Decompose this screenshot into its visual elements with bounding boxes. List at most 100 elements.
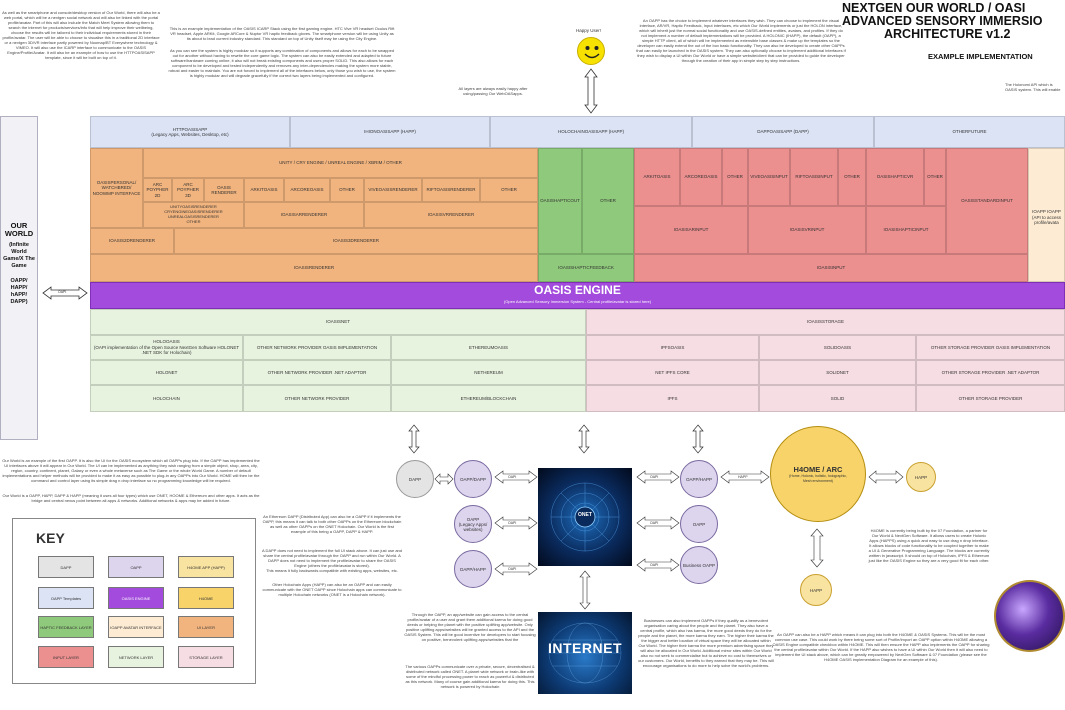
ioasis-vr-input: IOASISVRINPUT	[748, 206, 866, 254]
happy-user-smiley-icon	[577, 37, 605, 65]
arrow-h4ome-down	[810, 528, 824, 568]
ioasis-2d-renderer: IOASIS2DRENDERER	[90, 228, 174, 254]
net-row2-4: SOLIDOASIS	[759, 335, 916, 360]
our-world-title: OUR WORLD	[4, 221, 34, 238]
circle-happ-bottom: HAPP	[800, 574, 832, 606]
net-row4-1: OTHER NETWORK PROVIDER	[243, 385, 391, 412]
arrow-oapphapp-h4ome	[720, 470, 770, 484]
note-dapp: A DAPP does not need to implement the fu…	[262, 548, 403, 568]
circle-happ-right: HAPP	[906, 462, 936, 492]
key-storage-layer: STORAGE LAYER	[178, 646, 234, 668]
circle-oapp-2: OAPP	[680, 505, 718, 543]
arrow-to-dapp	[408, 424, 420, 454]
diagram-subtitle: EXAMPLE IMPLEMENTATION	[928, 52, 1033, 61]
emblem-logo	[994, 580, 1065, 652]
net-row4-2: ETHEREUM/BLOCKCHAIN	[391, 385, 586, 412]
note-top-mid-1: This is an example implementation of the…	[169, 26, 395, 41]
oasis-standard-input: OASISSTANDARDINPUT	[946, 148, 1028, 254]
ioasis-ar-renderer: IOASISARRENDERER	[244, 202, 364, 228]
note-dapp-2: This means it fully backwards compatible…	[266, 568, 398, 573]
arc-item-1: ARC POYPHER 3D	[172, 178, 204, 202]
ioasis-net: IOASISNET	[90, 309, 586, 335]
arc-item-6: VIVEOASISRENDERER	[364, 178, 422, 202]
key-input-layer: INPUT LAYER	[38, 646, 94, 668]
circle-oapp-dapp: OAPP/DAPP	[454, 460, 492, 498]
title-line-3: ARCHITECTURE v1.2	[884, 27, 1011, 41]
onet-label: ONET	[578, 512, 592, 518]
title-line-2: ADVANCED SENSORY IMMERSIO	[842, 14, 1043, 28]
note-far-right: The Holonomi API which is OASIS system. …	[1005, 82, 1061, 92]
note-holochain: Other Holochain Apps (HAPP) can also be …	[262, 582, 402, 597]
note-mid: Through the OAPP, an app/website can gai…	[404, 612, 536, 642]
oasis-engine-bar	[90, 282, 1065, 309]
net-row4-5: OTHER STORAGE PROVIDER	[916, 385, 1065, 412]
net-row2-2: ETHEREUMOASIS	[391, 335, 586, 360]
net-row3-5: OTHER STORAGE PROVIDER .NET ADAPTOR	[916, 360, 1065, 385]
oasis-engine-title: OASIS ENGINE	[534, 283, 621, 297]
happy-user-arrow	[584, 68, 598, 114]
our-world-oapi-arrow	[42, 286, 88, 300]
ioasis-haptic-input: IOASISHAPTICINPUT	[866, 206, 946, 254]
diagram-title: NEXTGEN OUR WORLD / OASI ADVANCED SENSOR…	[842, 2, 1065, 41]
oapi-label-1: OAPI	[508, 475, 517, 479]
holochain-oasis-app: HOLOCHAINOASISAPP (HAPP)	[490, 116, 692, 148]
circle-oapp-happ: OAPP/HAPP	[680, 460, 718, 498]
h4ome-circle: H4OME / ARC (Home, Holonic, holistic, ho…	[770, 426, 866, 522]
arc-item-2: OASIS RENDERER	[204, 178, 244, 202]
input-item-0: ARKITOASIS	[634, 148, 680, 206]
net-row4-3: IPFS	[586, 385, 759, 412]
far-right-ioapp: IOAPP IOAPP (API to access profile/avata	[1028, 148, 1065, 282]
note-tags: All layers are always easily happy after…	[458, 86, 528, 96]
note-top-left: As well as the smartphone and console/de…	[2, 10, 160, 60]
key-happ: H4OME APP (HAPP)	[178, 556, 234, 578]
arrow-dapphapp-onet	[494, 562, 538, 576]
haptic-out: OASISHAPTICOUT	[538, 148, 582, 254]
net-row3-4: SOLIDNET	[759, 360, 916, 385]
our-world-panel	[0, 116, 38, 440]
oapi-label-5: OAPI	[650, 521, 659, 525]
input-item-6: OASISHAPTICVR	[866, 148, 924, 206]
arc-item-4: ARCOREOASIS	[284, 178, 330, 202]
h4ome-title: H4OME / ARC	[793, 465, 843, 474]
ioasis-3d-renderer: IOASIS3DRENDERER	[174, 228, 538, 254]
oapi-label-3: OAPI	[508, 567, 517, 571]
net-row3-3: NET IPFS CORE	[586, 360, 759, 385]
our-world-tags: OAPP/ HAPP/ hAPP/ DAPP)	[10, 278, 28, 305]
key-network-layer: NETWORK LAYER	[108, 646, 164, 668]
arrow-to-onet	[578, 424, 590, 454]
arc-item-8: OTHER	[480, 178, 538, 202]
happ-label-1: HAPP	[738, 475, 748, 479]
unity-engine-bar: UNITY / CRY ENGINE / UNREAL ENGINE / XBR…	[143, 148, 538, 178]
ioasis-ar-input: IOASISARINPUT	[634, 206, 748, 254]
circle-dapp: DAPP	[396, 460, 434, 498]
oasis-engine-subtitle: (Open Advanced Sensory Immersion System …	[503, 299, 652, 304]
oapi-label-6: OAPI	[650, 563, 659, 567]
net-row4-0: HOLOCHAIN	[90, 385, 243, 412]
ioasis-storage: IOASISSTORAGE	[586, 309, 1065, 335]
net-row4-4: SOLID	[759, 385, 916, 412]
onet-network-image	[538, 468, 632, 566]
note-bottom-mid: The various OAPPs communicate over a pri…	[405, 664, 535, 689]
circle-dapp-happ: DAPP/HAPP	[454, 550, 492, 588]
ioasis-vr-renderer: IOASISVRRENDERER	[364, 202, 538, 228]
arrow-onet-oapphapp	[636, 470, 680, 484]
input-item-1: ARCOREOASIS	[680, 148, 722, 206]
arrow-legacy-onet	[494, 516, 538, 530]
key-title: KEY	[36, 530, 65, 546]
note-business: Businesses can also implement OAPPs if t…	[638, 618, 774, 668]
dapp-oasis-app: DAPPOASISAPP (DAPP)	[692, 116, 874, 148]
key-oapp-templates: OAPP Templates	[38, 587, 94, 609]
circle-oapp-legacy: OAPP (Legacy Apps/ websites)	[454, 505, 492, 543]
note-our-world-desc: Our World is an example of the first OAP…	[2, 458, 260, 483]
internet-image	[538, 612, 632, 694]
ihion-oasis-app: IHIONOASISAPP (HAPP)	[290, 116, 490, 148]
haptic-feedback: IOASISHAPTICFEEDBACK	[538, 254, 634, 282]
arc-item-7: RIFTOASISRENDERER	[422, 178, 480, 202]
unity-sub-renderers: UNITYOASISRENDERER CRYENGINEOASISRENDERE…	[143, 202, 244, 228]
happy-user-label: Happy User!	[576, 28, 602, 33]
key-oasis-engine: OASIS ENGINE	[108, 587, 164, 609]
input-item-2: OTHER	[722, 148, 748, 206]
our-world-desc: (Infinite World Game/X The Game	[3, 242, 35, 269]
other-future-app: OTHERFUTURE	[874, 116, 1065, 148]
key-haptic-layer: HAPTIC FEEDBACK LAYER	[38, 616, 94, 638]
